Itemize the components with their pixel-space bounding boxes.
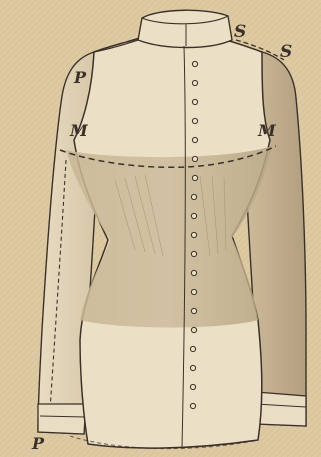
label-cuff-bottom: P	[32, 436, 44, 452]
button	[192, 118, 197, 123]
button	[192, 156, 197, 161]
button	[191, 270, 196, 275]
button	[192, 80, 197, 85]
button	[192, 175, 197, 180]
button	[191, 194, 196, 199]
right-cuff	[256, 392, 306, 426]
button	[192, 137, 197, 142]
left-cuff	[38, 404, 86, 434]
label-bust-left: M	[70, 123, 88, 139]
button	[192, 99, 197, 104]
button	[190, 403, 195, 408]
button	[191, 232, 196, 237]
button	[192, 61, 197, 66]
button	[190, 346, 195, 351]
button	[191, 327, 196, 332]
standing-collar	[138, 10, 232, 47]
button	[191, 251, 196, 256]
button	[190, 365, 195, 370]
label-sleeve-top: P	[74, 70, 86, 86]
label-shoulder-left: S	[234, 24, 246, 41]
button	[191, 308, 196, 313]
label-shoulder-right: S	[280, 44, 292, 61]
label-bust-right: M	[258, 123, 276, 139]
button	[190, 384, 195, 389]
button	[191, 289, 196, 294]
button	[191, 213, 196, 218]
